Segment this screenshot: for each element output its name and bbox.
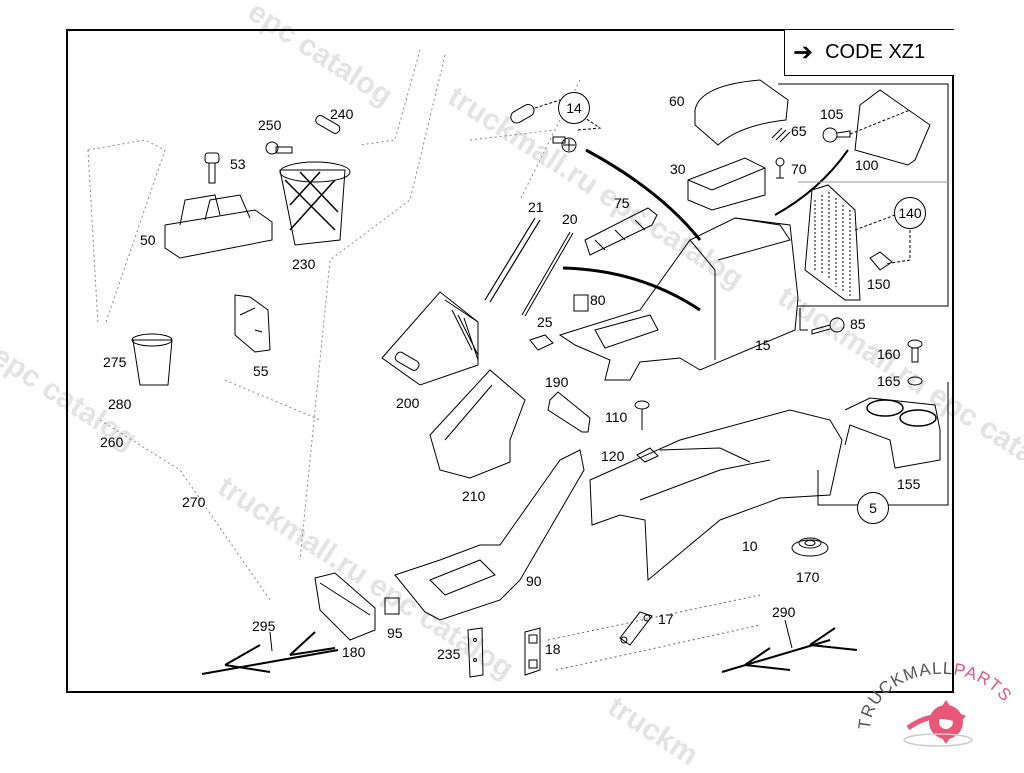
part-label-25[interactable]: 25 [537,314,553,330]
part-85-screw [799,308,845,335]
part-165-washer [907,376,923,386]
part-18-bracket [524,627,541,676]
part-label-65[interactable]: 65 [791,123,807,139]
part-label-155[interactable]: 155 [897,476,921,492]
code-legend: ➔ CODE XZ1 [784,30,954,76]
part-210-box [429,369,526,479]
part-label-270[interactable]: 270 [182,494,206,510]
part-30-tray [687,157,766,211]
part-17-bracket [619,611,653,646]
code-label: CODE XZ1 [825,41,926,63]
part-label-260[interactable]: 260 [100,434,124,450]
part-label-30[interactable]: 30 [670,161,686,177]
part-label-280[interactable]: 280 [108,396,132,412]
part-290-harness [721,619,858,673]
part-25-nut [529,334,554,351]
part-label-90[interactable]: 90 [526,573,542,589]
part-label-17[interactable]: 17 [658,611,674,627]
part-53-bolt [204,152,220,184]
part-230-net-cup [279,161,351,246]
background-contour [87,49,581,601]
callout-5[interactable]: 5 [857,492,889,524]
part-label-18[interactable]: 18 [545,641,561,657]
part-label-20[interactable]: 20 [562,211,578,227]
part-label-21[interactable]: 21 [528,199,544,215]
part-label-53[interactable]: 53 [230,156,246,172]
part-170-grommet [791,537,829,557]
part-label-10[interactable]: 10 [742,538,758,554]
part-80-clip [573,294,589,312]
part-14-clip [510,99,602,153]
gear-icon [903,700,973,747]
part-21-rail [484,217,541,303]
part-label-80[interactable]: 80 [590,292,606,308]
part-155-cup-holder [844,397,941,469]
part-120-nut [636,447,659,463]
part-70-screw [775,157,785,179]
part-200-cover [381,291,479,386]
callout-14[interactable]: 14 [558,92,590,124]
part-label-210[interactable]: 210 [462,488,486,504]
diagram-frame [66,29,954,693]
part-75-insert [584,207,658,256]
part-140-mat [804,184,911,301]
part-label-230[interactable]: 230 [292,256,316,272]
part-190-trim [547,391,591,433]
callout-140[interactable]: 140 [894,197,926,229]
subassembly-box [778,83,949,307]
part-label-50[interactable]: 50 [140,232,156,248]
part-label-105[interactable]: 105 [820,106,844,122]
part-label-290[interactable]: 290 [772,604,796,620]
part-label-55[interactable]: 55 [253,363,269,379]
part-label-100[interactable]: 100 [855,157,879,173]
part-275-cup [131,333,173,386]
part-label-190[interactable]: 190 [545,374,569,390]
arrow-to-15-lower [562,266,701,312]
part-95-clip [384,597,400,615]
part-90-lower-tray [394,449,585,621]
part-label-110[interactable]: 110 [605,409,628,425]
part-label-15[interactable]: 15 [755,337,771,353]
part-110-screw [634,400,650,430]
part-label-165[interactable]: 165 [877,373,901,389]
part-15-center-console [558,217,799,381]
part-label-235[interactable]: 235 [437,646,461,662]
right-arrow-icon: ➔ [793,38,814,66]
part-label-275[interactable]: 275 [103,354,127,370]
logo-text-accent: PARTS [952,660,1015,706]
part-240-pin [315,114,341,134]
arrow-to-15 [585,148,702,241]
part-10-floor-console [589,409,843,582]
arrow-from-100 [774,149,849,216]
part-50-shifter-base [164,194,273,259]
part-label-295[interactable]: 295 [252,618,276,634]
part-20-rail [521,231,574,317]
part-label-60[interactable]: 60 [669,93,685,109]
part-label-75[interactable]: 75 [614,195,630,211]
part-150-clip [869,251,893,271]
part-105-screw [822,109,911,143]
drawing-lines [87,49,949,678]
part-60-armrest-lid [694,79,789,146]
part-65-clip [771,127,791,143]
part-180-bin [314,572,376,641]
part-235-plate [467,627,484,678]
truckmall-parts-logo: TRUCKMALLPARTS [855,650,1024,750]
part-label-250[interactable]: 250 [258,117,282,133]
part-label-70[interactable]: 70 [791,161,807,177]
part-label-180[interactable]: 180 [342,644,366,660]
part-label-160[interactable]: 160 [877,346,901,362]
part-label-240[interactable]: 240 [330,106,354,122]
part-55-bracket [234,294,271,353]
part-label-120[interactable]: 120 [601,448,625,464]
part-160-screw [907,339,923,363]
part-250-bolt [265,141,293,155]
part-label-95[interactable]: 95 [387,625,403,641]
part-label-150[interactable]: 150 [867,276,891,292]
part-label-85[interactable]: 85 [850,316,866,332]
part-100-panel [854,89,931,166]
part-295-harness [201,631,339,675]
part-label-200[interactable]: 200 [396,395,420,411]
part-label-170[interactable]: 170 [796,569,820,585]
